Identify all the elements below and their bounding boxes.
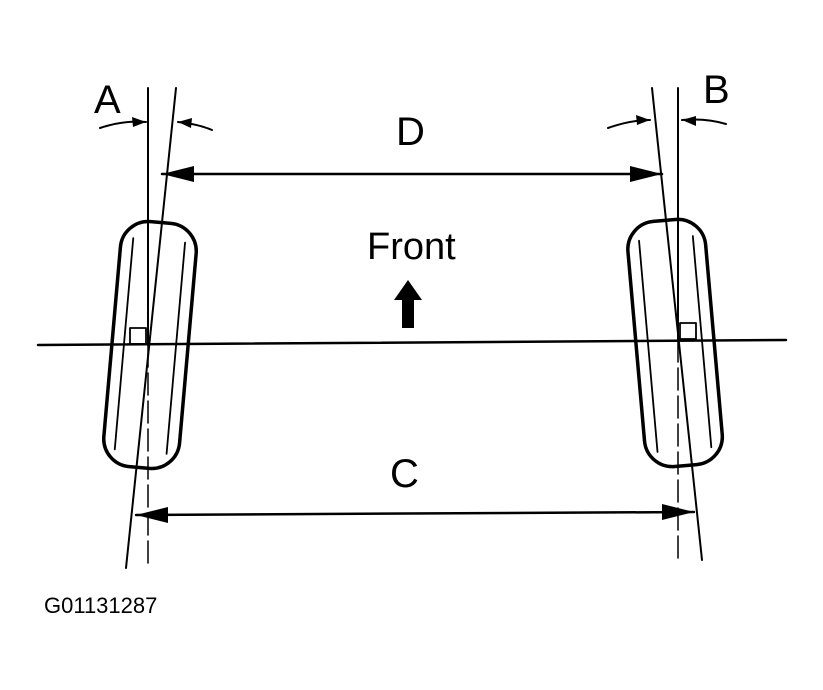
front-arrow-icon [394,280,422,328]
angle-a-label: A [94,78,121,122]
right-wheel [626,217,725,469]
front-label: Front [367,226,456,268]
figure-code: G01131287 [44,593,158,618]
dimension-c-line [134,510,696,517]
arrow-b-right-head [682,116,696,126]
right-wheel-centerline [651,87,703,561]
dimension-c-arrow-right [662,504,694,520]
left-wheel [102,219,198,471]
arrow-a-right-head [178,118,192,128]
left-wheel-centerline [125,87,177,569]
left-right-angle-marker [129,327,147,345]
dimension-c-label: C [390,452,419,496]
angle-b-label: B [703,68,730,112]
right-right-angle-marker [679,322,697,340]
dimension-d-arrow-left [162,166,194,182]
dimension-d-label: D [396,110,425,154]
dimension-c-arrow-left [136,507,168,523]
axle-centerline [36,338,788,347]
dimension-d-arrow-right [630,166,662,182]
arrow-b-left-head [636,115,650,125]
arrow-a-left-head [132,117,146,127]
